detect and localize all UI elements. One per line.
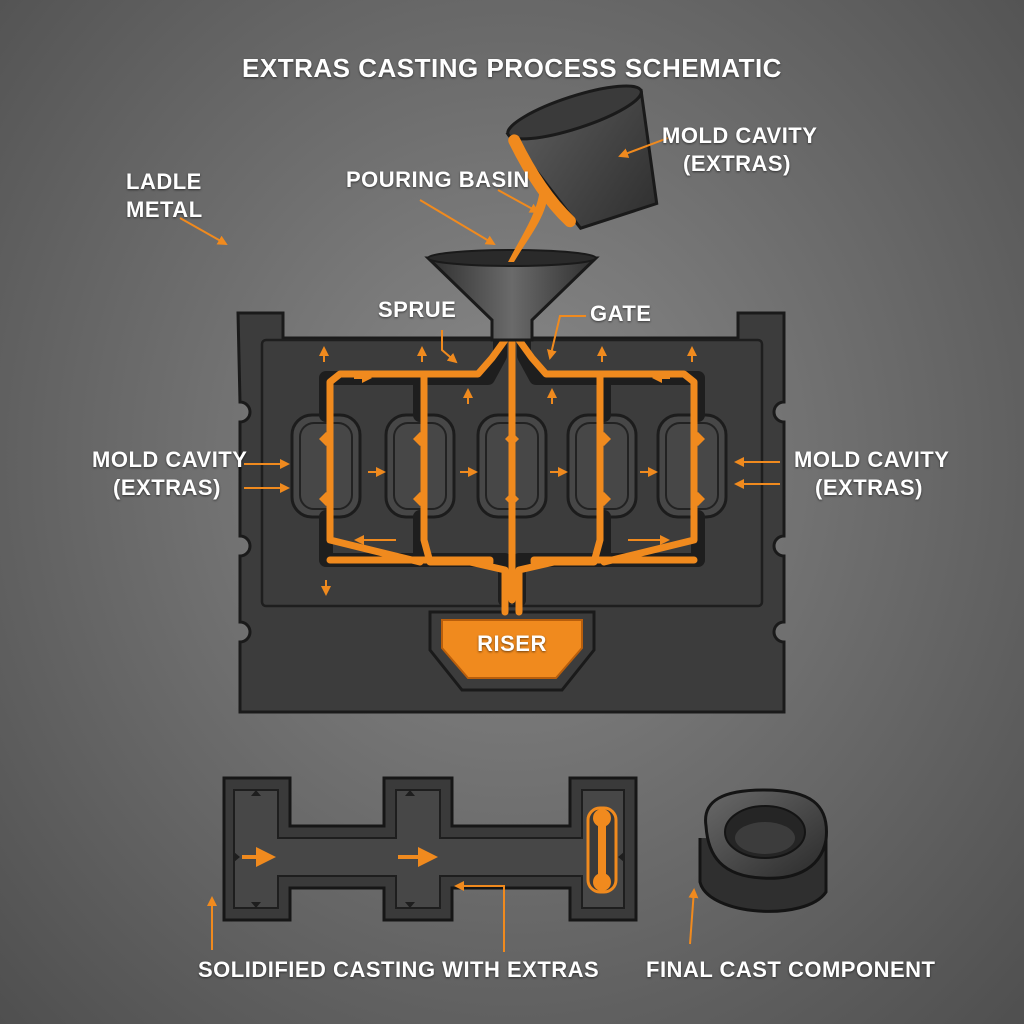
pouring-basin-funnel <box>424 249 600 342</box>
mold-cavity-left-label: MOLD CAVITY (EXTRAS) <box>92 447 248 500</box>
solidified-casting <box>222 776 638 922</box>
final-component-leader <box>688 888 699 945</box>
gate-markers <box>319 432 705 506</box>
solidified-casting-label: SOLIDIFIED CASTING WITH EXTRAS <box>198 957 600 982</box>
gate-label: GATE <box>590 301 652 326</box>
leader-lines <box>179 137 780 493</box>
riser <box>428 610 596 692</box>
ladle <box>505 84 659 230</box>
riser-label: RISER <box>477 631 547 656</box>
casting-leader-lines <box>207 881 505 952</box>
sprue-label: SPRUE <box>378 297 457 322</box>
pouring-basin-label: POURING BASIN <box>346 167 530 192</box>
final-component-label: FINAL CAST COMPONENT <box>646 957 936 982</box>
page-title: EXTRAS CASTING PROCESS SCHEMATIC <box>242 53 782 83</box>
flow-arrows <box>319 346 697 596</box>
ladle-metal-label: LADLE METAL <box>126 169 203 222</box>
final-cast-component <box>698 788 828 913</box>
mold-cavity-top-label: MOLD CAVITY (EXTRAS) <box>662 123 818 176</box>
mold-cavity-right-label: MOLD CAVITY (EXTRAS) <box>794 447 950 500</box>
